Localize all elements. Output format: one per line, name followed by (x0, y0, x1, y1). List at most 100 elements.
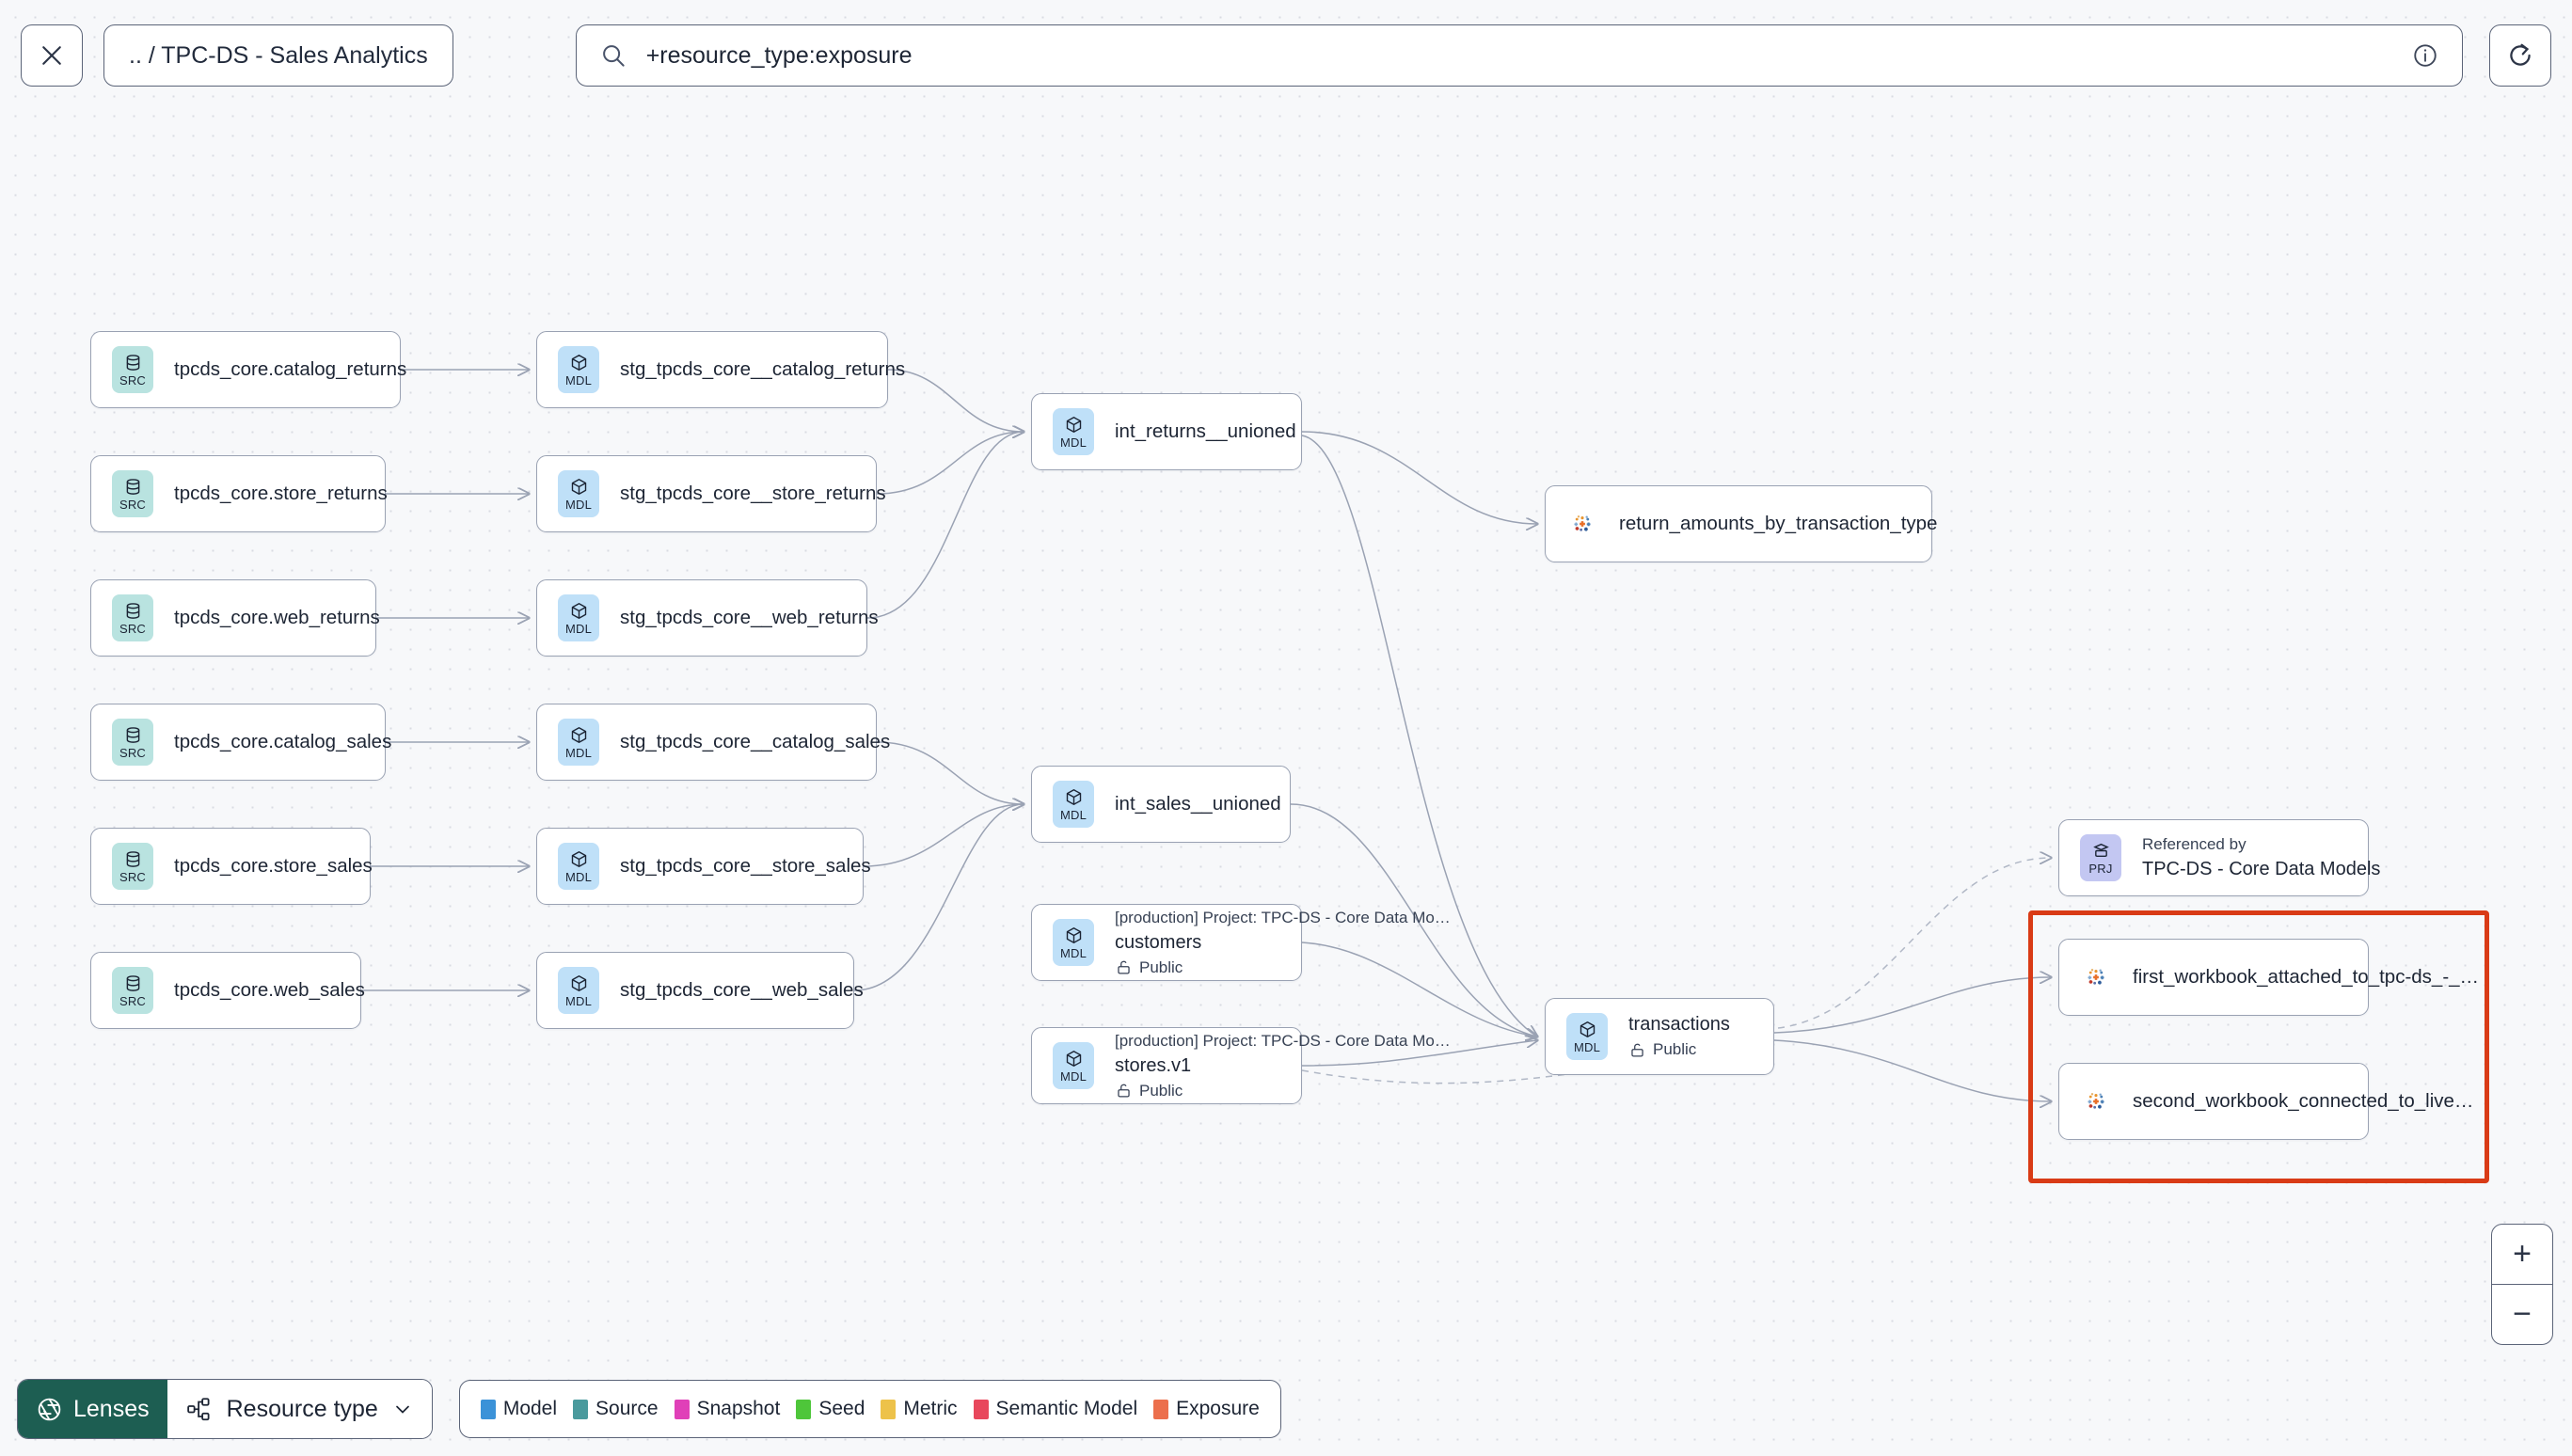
node-type-badge: SRC (112, 346, 153, 393)
lineage-canvas[interactable]: SRC tpcds_core.catalog_returns SRC tpcds… (0, 111, 2572, 1456)
zoom-out-button[interactable]: − (2513, 1296, 2532, 1332)
lineage-node-transactions[interactable]: MDL transactions Public (1545, 998, 1774, 1075)
node-label: tpcds_core.store_returns (174, 483, 388, 504)
legend-item-snapshot[interactable]: Snapshot (674, 1398, 780, 1420)
legend-swatch (1153, 1399, 1169, 1419)
lineage-node-stg_web_returns[interactable]: MDL stg_tpcds_core__web_returns (536, 579, 879, 657)
referenced-by-label: Referenced by (2142, 835, 2247, 853)
lineage-node-stg_catalog_returns[interactable]: MDL stg_tpcds_core__catalog_returns (536, 331, 905, 408)
node-type-badge-label: MDL (564, 994, 593, 1008)
node-label: tpcds_core.catalog_returns (174, 358, 407, 380)
node-label: stg_tpcds_core__store_returns (620, 483, 886, 504)
database-icon (126, 603, 139, 619)
chevron-down-icon (395, 1405, 409, 1414)
cube-icon (571, 851, 586, 867)
database-icon (126, 851, 139, 867)
node-type-badge-label: MDL (1059, 808, 1088, 822)
resource-type-dropdown[interactable]: Resource type (167, 1380, 432, 1438)
node-type-badge: MDL (1053, 919, 1094, 966)
lineage-node-int_returns_unioned[interactable]: MDL int_returns__unioned (1031, 393, 1302, 470)
lineage-node-second_workbook[interactable]: second_workbook_connected_to_live… (2058, 1063, 2473, 1140)
legend-item-seed[interactable]: Seed (796, 1398, 865, 1420)
search-icon (602, 45, 625, 67)
search-bar[interactable] (575, 24, 2463, 87)
node-type-badge-label: MDL (564, 746, 593, 760)
search-input[interactable] (643, 40, 2411, 71)
zoom-in-button[interactable]: + (2513, 1236, 2532, 1272)
legend-swatch (573, 1399, 589, 1419)
legend-swatch (973, 1399, 989, 1419)
close-button[interactable] (21, 24, 83, 87)
lineage-node-stores_v1[interactable]: MDL [production] Project: TPC-DS - Core … (1031, 1027, 1451, 1104)
legend-item-metric[interactable]: Metric (881, 1398, 958, 1420)
unlock-icon (1118, 1084, 1130, 1098)
node-label: first_workbook_attached_to_tpc-ds_-_… (2133, 966, 2480, 988)
node-type-badge: SRC (112, 594, 153, 641)
lineage-node-src_catalog_returns[interactable]: SRC tpcds_core.catalog_returns (90, 331, 406, 408)
node-label: stg_tpcds_core__catalog_returns (620, 358, 906, 380)
legend-swatch (796, 1399, 812, 1419)
lenses-label: Lenses (73, 1395, 150, 1422)
node-project-label: [production] Project: TPC-DS - Core Data… (1115, 908, 1451, 926)
node-type-badge: SRC (112, 967, 153, 1014)
resource-type-label: Resource type (226, 1395, 378, 1422)
lineage-node-stg_store_sales[interactable]: MDL stg_tpcds_core__store_sales (536, 828, 871, 905)
lineage-node-int_sales_unioned[interactable]: MDL int_sales__unioned (1031, 766, 1291, 843)
lineage-node-stg_web_sales[interactable]: MDL stg_tpcds_core__web_sales (536, 952, 864, 1029)
lineage-node-src_web_returns[interactable]: SRC tpcds_core.web_returns (90, 579, 380, 657)
node-type-badge: MDL (558, 594, 599, 641)
legend-item-model[interactable]: Model (480, 1398, 557, 1420)
refresh-button[interactable] (2489, 24, 2551, 87)
lineage-node-src_store_sales[interactable]: SRC tpcds_core.store_sales (90, 828, 373, 905)
node-type-badge-label: SRC (119, 498, 147, 512)
node-type-badge-label: MDL (564, 498, 593, 512)
node-type-badge: MDL (1053, 408, 1094, 455)
node-type-badge: MDL (1053, 1042, 1094, 1089)
info-icon[interactable] (2411, 41, 2439, 70)
legend-swatch (881, 1399, 897, 1419)
legend-swatch (674, 1399, 690, 1419)
node-type-badge-label: MDL (1059, 1069, 1088, 1084)
unlock-icon (1631, 1043, 1643, 1056)
node-project-label: [production] Project: TPC-DS - Core Data… (1115, 1031, 1451, 1050)
breadcrumb-label: .. / TPC-DS - Sales Analytics (129, 41, 428, 69)
node-type-badge: MDL (1053, 781, 1094, 828)
legend-item-semantic-model[interactable]: Semantic Model (973, 1398, 1138, 1420)
node-type-badge: SRC (112, 843, 153, 890)
node-label: stg_tpcds_core__store_sales (620, 855, 871, 877)
cube-icon (571, 727, 586, 743)
refresh-icon (2510, 43, 2531, 66)
lenses-group: Lenses Resource type (17, 1379, 433, 1439)
legend-label: Semantic Model (995, 1398, 1138, 1419)
lineage-node-first_workbook[interactable]: first_workbook_attached_to_tpc-ds_-_… (2058, 939, 2479, 1016)
lineage-node-src_catalog_sales[interactable]: SRC tpcds_core.catalog_sales (90, 704, 391, 781)
node-label: tpcds_core.web_sales (174, 979, 365, 1001)
lineage-node-return_amounts[interactable]: return_amounts_by_transaction_type (1545, 485, 1937, 562)
node-type-badge: MDL (558, 843, 599, 890)
node-access-label: Public (1115, 1082, 1451, 1100)
breadcrumb[interactable]: .. / TPC-DS - Sales Analytics (103, 24, 453, 87)
legend-item-exposure[interactable]: Exposure (1153, 1398, 1260, 1420)
lineage-node-stg_catalog_sales[interactable]: MDL stg_tpcds_core__catalog_sales (536, 704, 890, 781)
node-type-badge-label: SRC (119, 870, 147, 884)
legend-item-source[interactable]: Source (573, 1398, 659, 1420)
node-type-badge-label: SRC (119, 746, 147, 760)
lineage-node-src_web_sales[interactable]: SRC tpcds_core.web_sales (90, 952, 365, 1029)
node-label: int_sales__unioned (1115, 793, 1281, 815)
cube-icon (1066, 927, 1081, 943)
node-label: stores.v1 (1115, 1054, 1192, 1076)
lenses-button[interactable]: Lenses (18, 1380, 167, 1438)
node-label: customers (1115, 931, 1202, 953)
node-label: tpcds_core.web_returns (174, 607, 380, 628)
lineage-node-customers[interactable]: MDL [production] Project: TPC-DS - Core … (1031, 904, 1451, 981)
cube-icon (1066, 417, 1081, 433)
lineage-node-stg_store_returns[interactable]: MDL stg_tpcds_core__store_returns (536, 455, 886, 532)
node-type-badge-label: PRJ (2088, 862, 2113, 876)
legend-swatch (480, 1399, 496, 1419)
bottom-toolbar: Lenses Resource type Model (17, 1379, 1281, 1439)
node-label: stg_tpcds_core__catalog_sales (620, 731, 891, 752)
node-type-badge-label: SRC (119, 994, 147, 1008)
node-type-badge: MDL (558, 346, 599, 393)
lineage-node-referenced_by_project[interactable]: PRJ Referenced by TPC-DS - Core Data Mod… (2058, 819, 2380, 896)
lineage-node-src_store_returns[interactable]: SRC tpcds_core.store_returns (90, 455, 388, 532)
